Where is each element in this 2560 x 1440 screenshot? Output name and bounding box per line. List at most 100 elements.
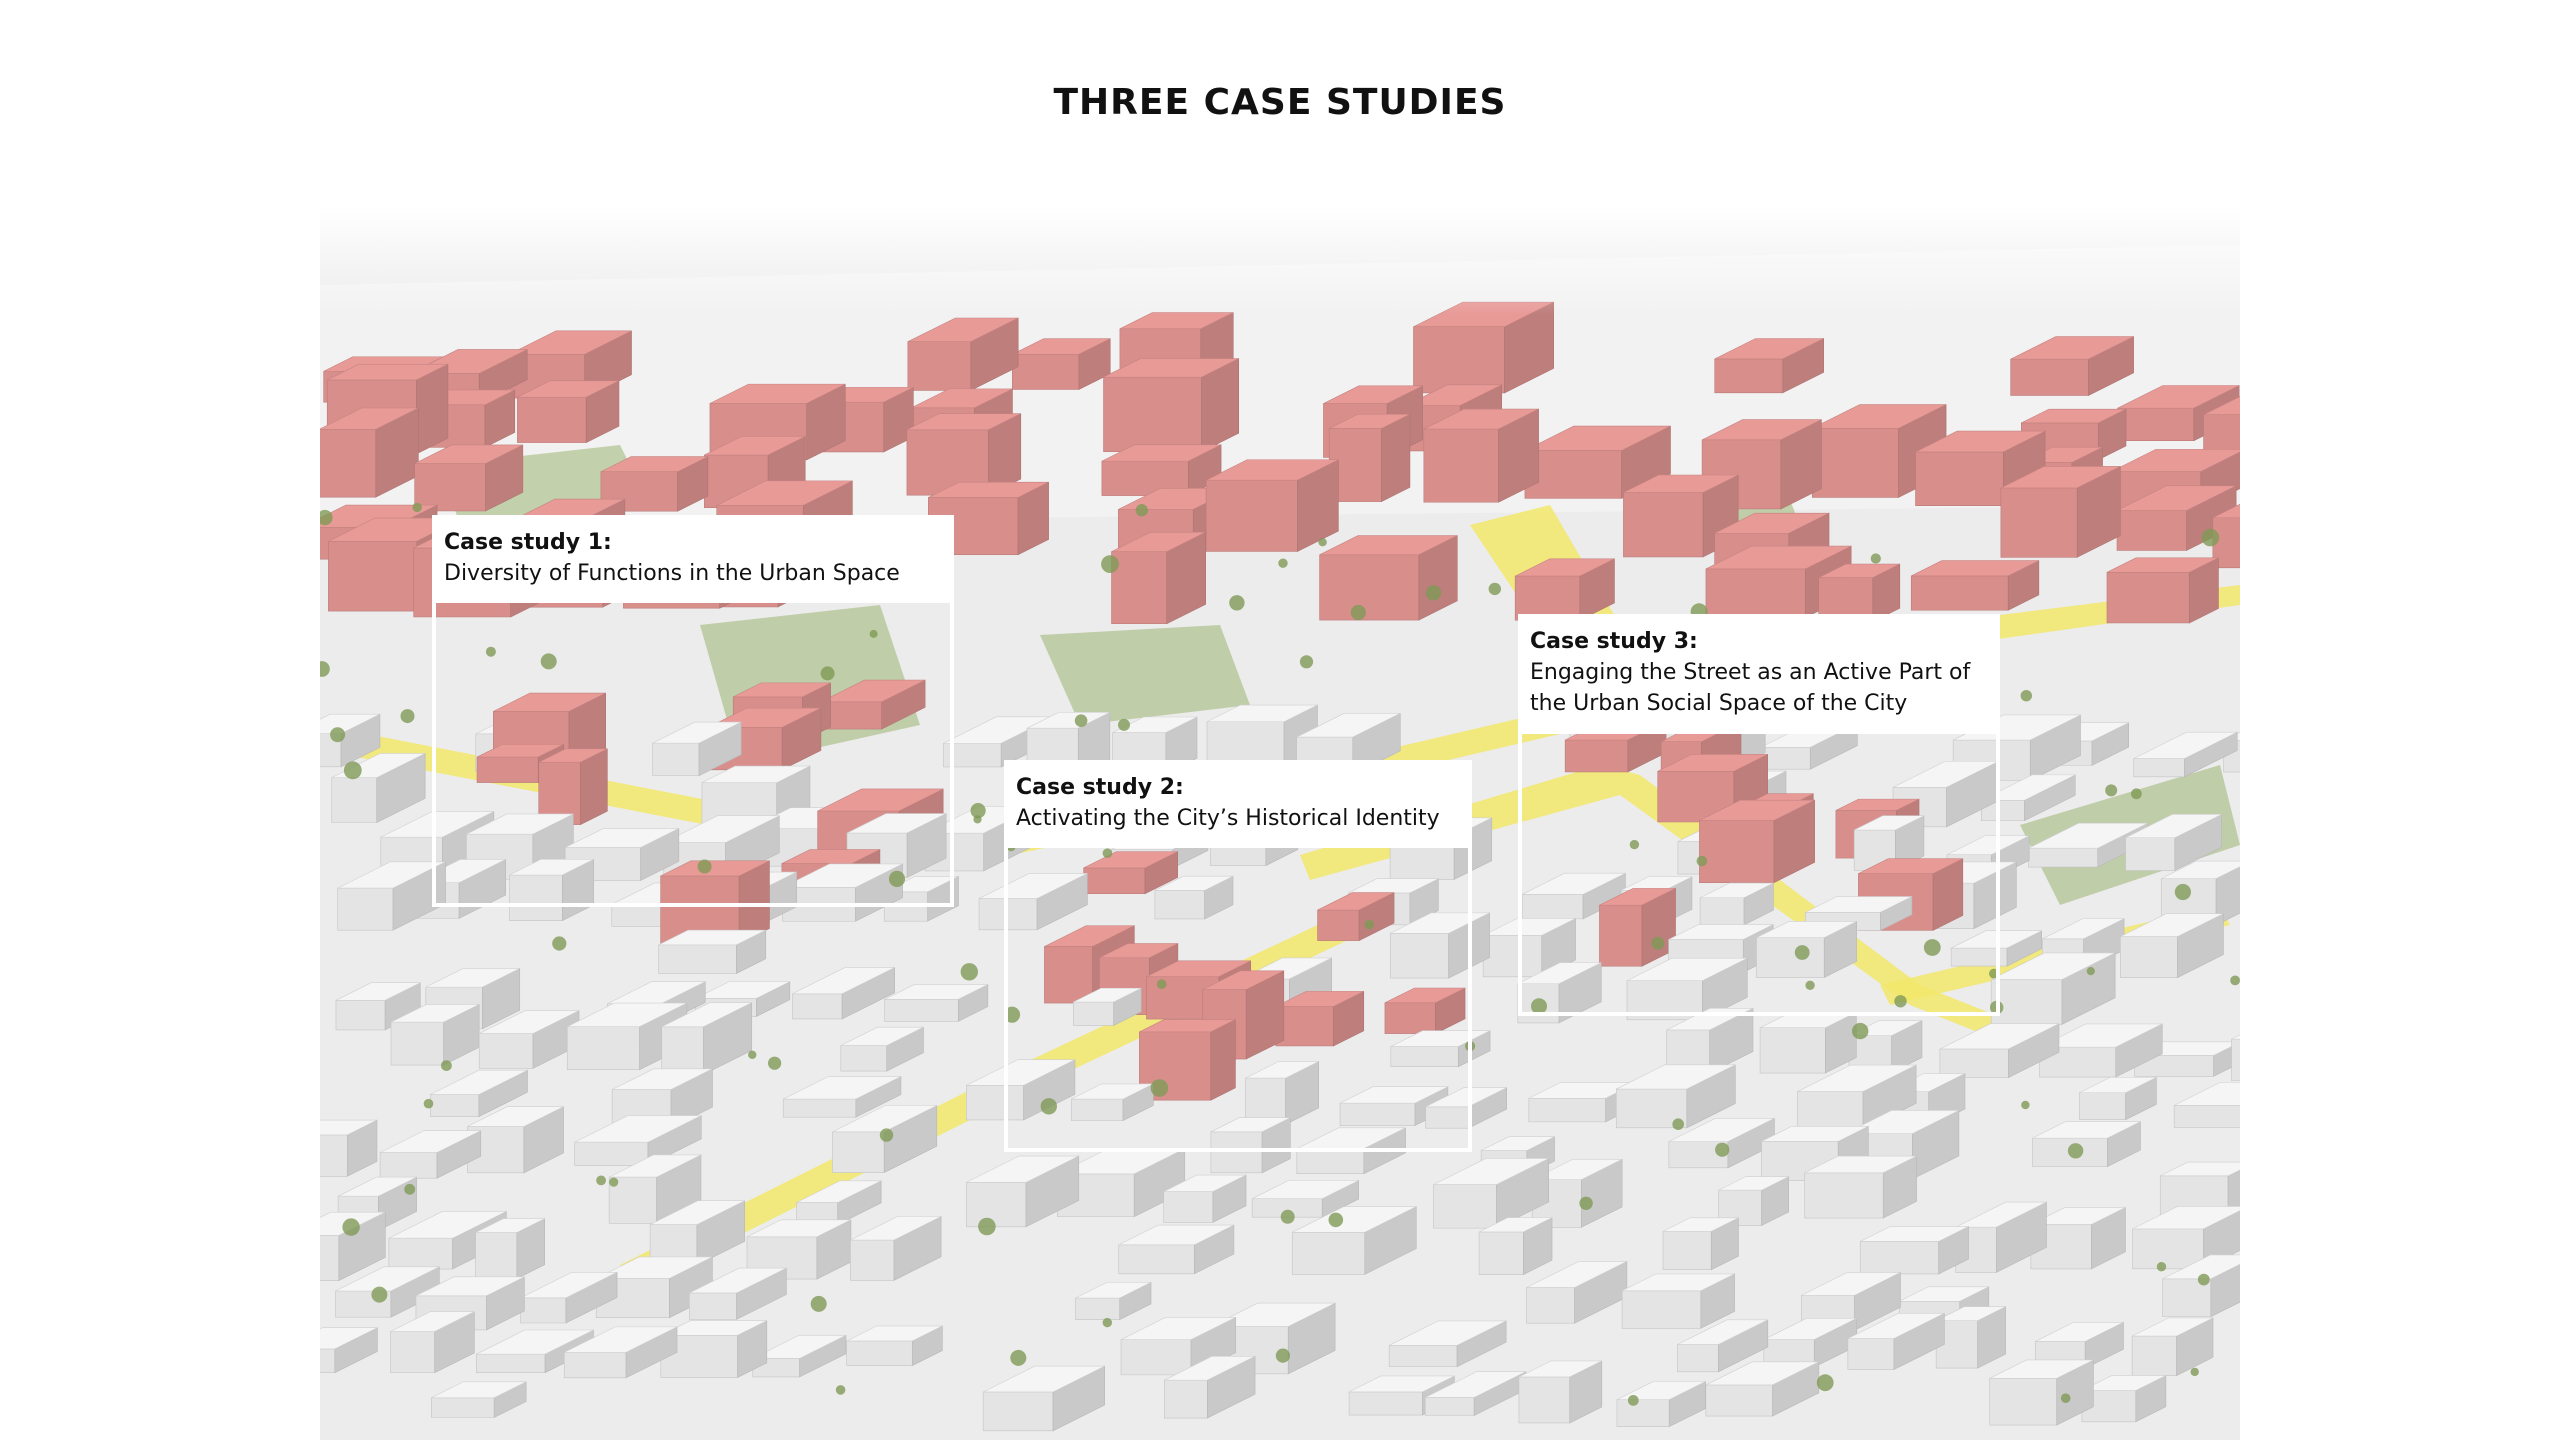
tree-27 <box>1672 1118 1684 1130</box>
building-front <box>1662 1231 1712 1271</box>
building-225 <box>320 1211 386 1282</box>
building-217 <box>1955 1201 2047 1273</box>
building-front <box>1390 1046 1459 1067</box>
tree-76 <box>1278 558 1288 568</box>
building-front <box>520 1297 567 1324</box>
building-roof <box>911 388 1013 409</box>
tree-3 <box>1275 1348 1290 1363</box>
building-front <box>1111 551 1168 625</box>
tree-63 <box>342 1218 360 1236</box>
building-front <box>1526 1287 1575 1324</box>
building-roof <box>1206 704 1318 723</box>
building-97 <box>2125 813 2222 872</box>
building-roof <box>1433 1158 1549 1185</box>
building-roof <box>1939 1023 2060 1050</box>
building-roof <box>414 444 523 464</box>
building-front <box>1910 575 2009 611</box>
building-front <box>320 428 377 498</box>
building-roof <box>431 1381 527 1399</box>
building-256 <box>1705 1361 1820 1417</box>
building-roof <box>746 1219 852 1238</box>
building-front <box>2116 510 2187 551</box>
case-study-2-label: Case study 2: Activating the City’s Hist… <box>1004 760 1472 848</box>
building-131 <box>660 860 770 945</box>
building-247 <box>390 1311 475 1374</box>
building-239 <box>1388 1320 1507 1368</box>
building-roof <box>928 481 1049 498</box>
building-171 <box>2231 1034 2240 1082</box>
building-222 <box>475 1218 545 1280</box>
building-front <box>658 944 737 974</box>
building-front <box>476 1353 546 1373</box>
building-roof <box>390 1311 475 1332</box>
building-roof <box>1205 459 1339 481</box>
building-roof <box>704 436 806 456</box>
building-roof <box>380 811 494 838</box>
building-roof <box>2039 1023 2163 1048</box>
building-1 <box>1012 338 1111 390</box>
tree-5 <box>609 1177 619 1187</box>
building-front <box>1859 1241 1939 1275</box>
building-roof <box>850 1216 942 1241</box>
building-152 <box>1073 987 1142 1026</box>
building-176 <box>966 1059 1076 1121</box>
building-roof <box>2160 1161 2240 1177</box>
building-roof <box>783 1076 902 1100</box>
building-roof <box>1936 1306 2006 1321</box>
building-roof <box>467 1106 564 1127</box>
building-front <box>1811 427 1899 498</box>
tree-36 <box>441 1060 452 1071</box>
building-roof <box>1524 425 1671 451</box>
building-roof <box>1154 875 1234 891</box>
building-roof <box>538 748 608 763</box>
building-front <box>1413 326 1505 394</box>
building-196 <box>320 1119 378 1177</box>
building-57 <box>2106 557 2219 624</box>
building-roof <box>2117 385 2240 409</box>
tree-34 <box>1651 936 1665 950</box>
building-50 <box>1910 560 2040 611</box>
building-roof <box>1668 1118 1775 1142</box>
building-roof <box>695 981 790 999</box>
case-study-3-description-line-1: Engaging the Street as an Active Part of <box>1530 660 1971 685</box>
building-roof <box>1705 1361 1819 1386</box>
building-roof <box>379 1130 481 1153</box>
tree-79 <box>1531 998 1547 1015</box>
building-208 <box>966 1155 1080 1228</box>
building-roof <box>1621 1273 1735 1292</box>
building-front <box>320 1348 336 1373</box>
building-roof <box>1073 987 1142 1003</box>
building-front <box>884 999 959 1022</box>
building-front <box>1070 1098 1124 1121</box>
building-roof <box>2162 1254 2240 1280</box>
building-roof <box>1946 835 2030 856</box>
building-roof <box>817 788 944 812</box>
building-front <box>1990 979 2063 1025</box>
case-study-3-heading: Case study 3: <box>1530 629 1698 654</box>
building-front <box>1847 1338 1895 1370</box>
tree-33 <box>888 870 906 888</box>
building-roof <box>1522 872 1626 895</box>
tree-47 <box>1003 1006 1021 1023</box>
tree-50 <box>1488 582 1502 596</box>
tree-10 <box>1364 919 1375 930</box>
tree-60 <box>1156 979 1167 990</box>
tree-39 <box>1870 553 1881 564</box>
tree-24 <box>1040 1098 1057 1115</box>
building-roof <box>1756 921 1857 938</box>
building-136 <box>658 929 767 974</box>
building-roof <box>1616 1064 1736 1090</box>
tree-86 <box>1280 1209 1295 1224</box>
building-roof <box>1981 774 2076 801</box>
building-front <box>689 1292 737 1320</box>
tree-17 <box>697 859 712 874</box>
building-207 <box>1718 1176 1789 1227</box>
tree-88 <box>1102 1317 1112 1328</box>
building-roof <box>1252 1180 1359 1199</box>
tree-30 <box>820 666 835 681</box>
building-roof <box>701 765 811 783</box>
building-front <box>1705 1384 1773 1417</box>
tree-66 <box>1894 995 1907 1008</box>
building-233 <box>520 1271 618 1324</box>
building-roof <box>520 1271 618 1299</box>
